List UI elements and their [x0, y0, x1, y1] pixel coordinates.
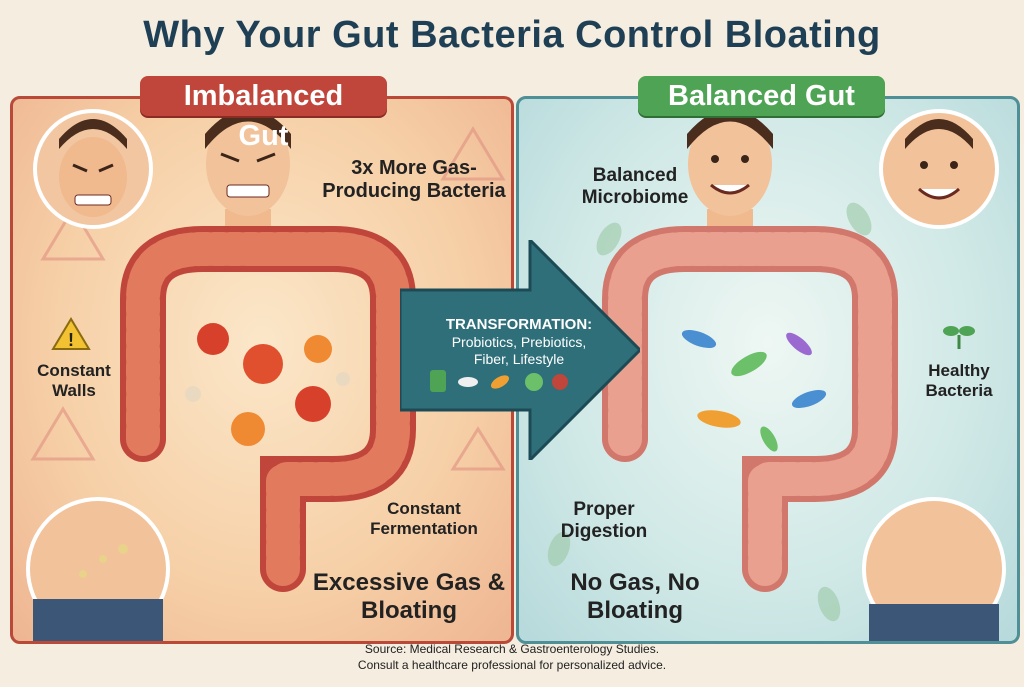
happy-face-icon: [879, 109, 999, 229]
proper-digestion-label: Proper Digestion: [560, 499, 648, 542]
transformation-text: TRANSFORMATION: Probiotics, Prebiotics, …: [414, 316, 624, 368]
transformation-line2: Fiber, Lifestyle: [473, 350, 565, 367]
leaf-icon-bg: [547, 202, 872, 622]
balanced-gut-heading: Balanced Gut: [638, 76, 885, 116]
bloated-belly-icon: [26, 497, 170, 641]
balanced-microbiome-label: Balanced Microbiome: [581, 165, 689, 208]
capsule-icon: [458, 377, 478, 387]
angry-face-icon: [33, 109, 153, 229]
imbalanced-gut-heading: Imbalanced Gut: [140, 76, 387, 152]
sprout-icon: [943, 326, 975, 349]
bad-bacteria-icon: [185, 323, 350, 446]
pill-bottle-icon: [430, 370, 446, 392]
good-bacteria-icon: [681, 329, 827, 452]
apple-icon: [552, 374, 568, 390]
source-text: Source: Medical Research & Gastroenterol…: [364, 642, 660, 656]
vegetable-icon: [490, 375, 510, 389]
healthy-bacteria-label: Healthy Bacteria: [925, 361, 993, 400]
warning-icon: !: [51, 317, 91, 350]
gas-bacteria-label: 3x More Gas-Producing Bacteria: [322, 157, 506, 202]
constant-fermentation-label: Constant Fermentation: [370, 499, 478, 538]
balanced-gut-illustration: [547, 109, 1006, 641]
source-footer: Source: Medical Research & Gastroenterol…: [0, 642, 1024, 673]
constant-walls-label: Constant Walls: [37, 361, 111, 400]
transformation-heading: TRANSFORMATION:: [445, 316, 593, 333]
excessive-gas-label: Excessive Gas & Bloating: [312, 569, 506, 624]
transformation-arrow: [400, 240, 640, 460]
warning-icon-bg: [30, 126, 506, 471]
transformation-line1: Probiotics, Prebiotics,: [451, 334, 587, 350]
supplement-icons: [430, 370, 568, 392]
imbalanced-gut-illustration: !: [26, 109, 506, 641]
advice-text: Consult a healthcare professional for pe…: [357, 657, 667, 672]
svg-text:!: !: [68, 330, 74, 350]
flat-belly-icon: [862, 497, 1006, 641]
page-title: Why Your Gut Bacteria Control Bloating: [143, 14, 881, 56]
no-gas-label: No Gas, No Bloating: [570, 569, 700, 624]
